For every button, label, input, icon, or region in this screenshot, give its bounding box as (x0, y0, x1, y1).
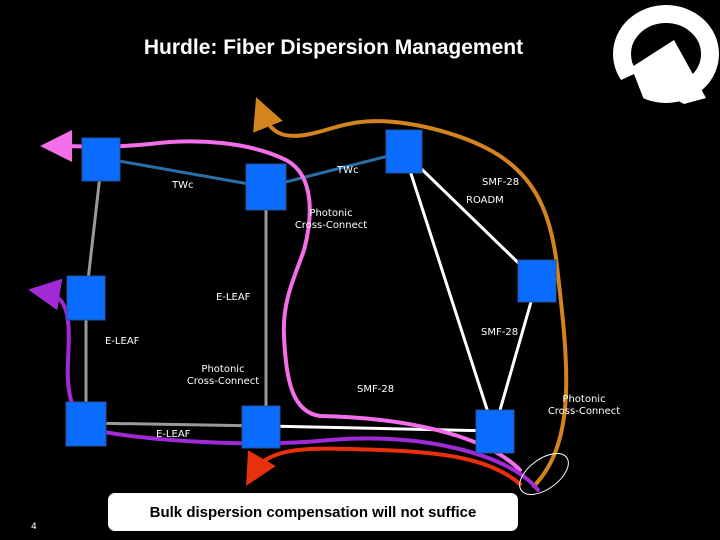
photonic-xc-label-top: Photonic Cross-Connect (294, 208, 368, 231)
network-node-icon (517, 259, 557, 303)
slide-number: 4 (31, 522, 37, 532)
network-node-icon (65, 401, 107, 447)
smf-link-c (492, 280, 539, 432)
smf-link-a (402, 150, 539, 283)
company-logo-icon (604, 5, 719, 110)
orange-lightpath (253, 97, 569, 488)
smf-link-b (402, 151, 496, 432)
eleaf-label-left: E-LEAF (105, 336, 140, 347)
eleaf-link-bottom (85, 421, 267, 428)
twc-label-left: TWc (172, 180, 194, 191)
purple-lightpath (28, 278, 540, 492)
twc-label-right: TWc (337, 165, 359, 176)
twc-link-left (101, 156, 267, 189)
roadm-label: ROADM (466, 195, 504, 206)
slide-title: Hurdle: Fiber Dispersion Management (143, 36, 524, 59)
network-node-icon (66, 275, 106, 321)
eleaf-label-mid: E-LEAF (216, 292, 251, 303)
footer-callout-box (108, 493, 518, 531)
photonic-xc-label-bottom-left: Photonic Cross-Connect (186, 364, 260, 387)
pink-lightpath (40, 130, 522, 472)
fiber-links (84, 150, 539, 433)
network-node-icon (245, 163, 287, 211)
network-node-icon (475, 409, 515, 454)
network-node-icon (241, 405, 281, 449)
footer-message: Bulk dispersion compensation will not su… (149, 504, 477, 521)
photonic-xc-label-right: Photonic Cross-Connect (547, 394, 621, 417)
smf28-label-mid: SMF-28 (481, 327, 519, 338)
smf-link-d (265, 424, 495, 433)
smf28-label-top: SMF-28 (482, 177, 520, 188)
red-lightpath (246, 446, 522, 486)
twc-link-right (265, 150, 405, 189)
light-paths (28, 97, 569, 495)
network-nodes (65, 129, 557, 454)
network-node-icon (81, 137, 121, 182)
dispersion-highlight-ring (519, 453, 569, 495)
smf28-label-bottom: SMF-28 (357, 384, 395, 395)
eleaf-label-bottom: E-LEAF (156, 429, 191, 440)
network-node-icon (385, 129, 423, 174)
